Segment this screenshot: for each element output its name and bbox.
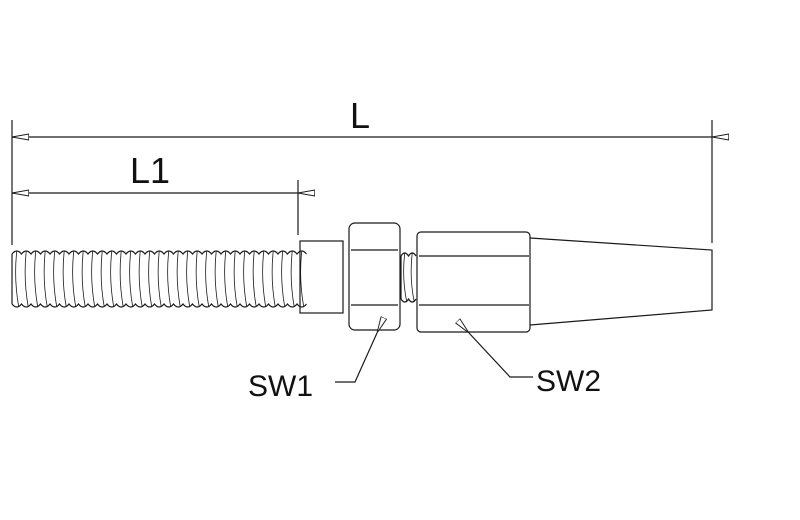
swage-taper bbox=[529, 237, 713, 326]
threaded-rod-short bbox=[400, 252, 417, 303]
threaded-rod bbox=[11, 250, 307, 308]
collar bbox=[299, 240, 344, 314]
callout-label-sw2: SW2 bbox=[536, 365, 601, 398]
callout-label-sw1: SW1 bbox=[248, 370, 313, 403]
leader-sw2 bbox=[469, 333, 533, 378]
dimension-label-l: L bbox=[350, 95, 370, 136]
hex-nut bbox=[348, 222, 401, 331]
dimension-label-l1: L1 bbox=[130, 150, 170, 191]
hex-body bbox=[416, 231, 531, 333]
leader-sw1 bbox=[335, 333, 377, 383]
